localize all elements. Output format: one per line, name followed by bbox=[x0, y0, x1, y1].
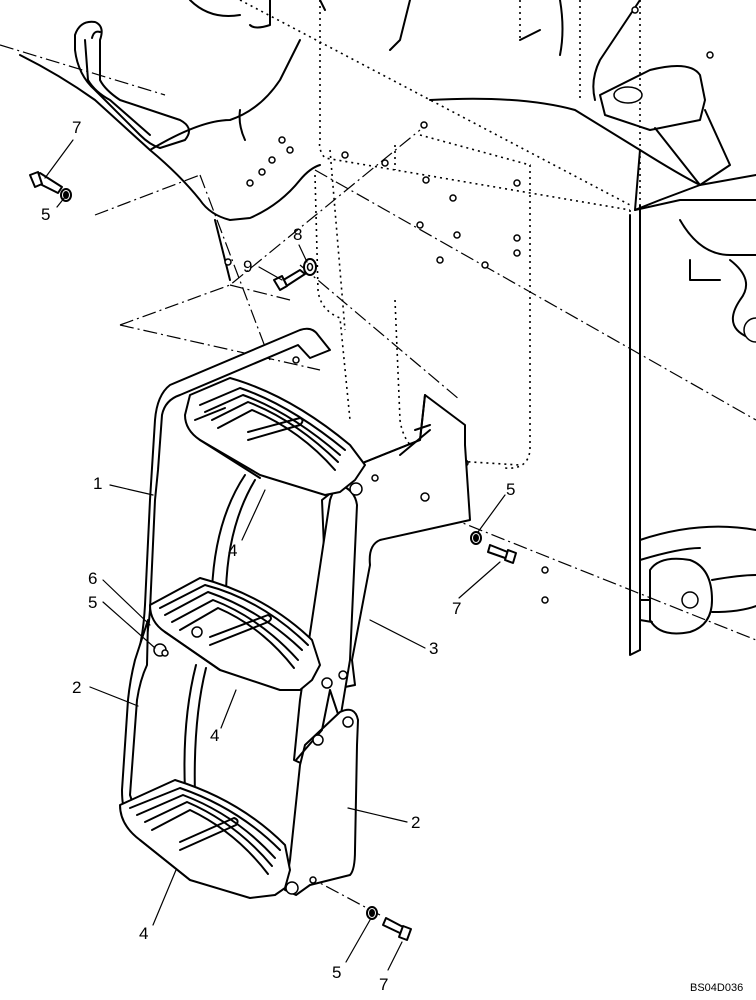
callout-washer-right: 5 bbox=[506, 480, 515, 499]
callout-side-plate-left: 2 bbox=[72, 678, 81, 697]
bolt-upper-mid bbox=[273, 269, 306, 291]
callout-step-tread-middle: 4 bbox=[210, 726, 219, 745]
frame-upper-right bbox=[249, 0, 756, 656]
callout-washer-top-left: 5 bbox=[41, 205, 50, 224]
callout-bolt-right: 7 bbox=[452, 599, 461, 618]
callout-step-tread-upper: 4 bbox=[228, 541, 237, 560]
drawing-reference-code: BS04D036 bbox=[690, 982, 743, 994]
callout-mount-bracket: 3 bbox=[429, 639, 438, 658]
machine-frame-outline bbox=[239, 0, 641, 655]
callout-bolt-upper-mid: 9 bbox=[243, 257, 252, 276]
bolt-right bbox=[487, 544, 517, 564]
callout-washer-bottom: 5 bbox=[332, 963, 341, 982]
callout-nut-left: 6 bbox=[88, 569, 97, 588]
callout-labels: 7 5 8 9 1 5 7 6 5 2 3 4 4 2 4 5 7 bbox=[41, 118, 515, 994]
step-tread-middle bbox=[149, 577, 321, 691]
pivot-hole bbox=[613, 86, 643, 104]
step-assembly-hardware bbox=[153, 482, 363, 895]
frame-lower-right bbox=[639, 525, 756, 635]
assembly-center-lines bbox=[0, 44, 756, 916]
step-tread-lower bbox=[119, 779, 291, 899]
washer-upper-mid bbox=[303, 258, 317, 276]
callout-bolt-bottom: 7 bbox=[379, 975, 388, 994]
callout-bolt-top-left: 7 bbox=[72, 118, 81, 137]
frame-left-body bbox=[19, 0, 321, 281]
washer-right bbox=[470, 531, 482, 545]
washer-bottom bbox=[366, 906, 378, 920]
bolt-top-left bbox=[29, 171, 63, 194]
callout-washer-left: 5 bbox=[88, 593, 97, 612]
callout-washer-upper-mid: 8 bbox=[293, 225, 302, 244]
callout-step-tread-lower: 4 bbox=[139, 924, 148, 943]
step-tread-upper bbox=[184, 377, 366, 496]
callout-side-plate-right: 2 bbox=[411, 813, 420, 832]
leader-lines bbox=[44, 139, 506, 971]
bolt-bottom bbox=[382, 917, 412, 941]
callout-step-frame: 1 bbox=[93, 474, 102, 493]
frame-holes bbox=[224, 6, 714, 604]
step-inner-panel bbox=[183, 474, 256, 796]
grab-handle bbox=[74, 20, 190, 149]
